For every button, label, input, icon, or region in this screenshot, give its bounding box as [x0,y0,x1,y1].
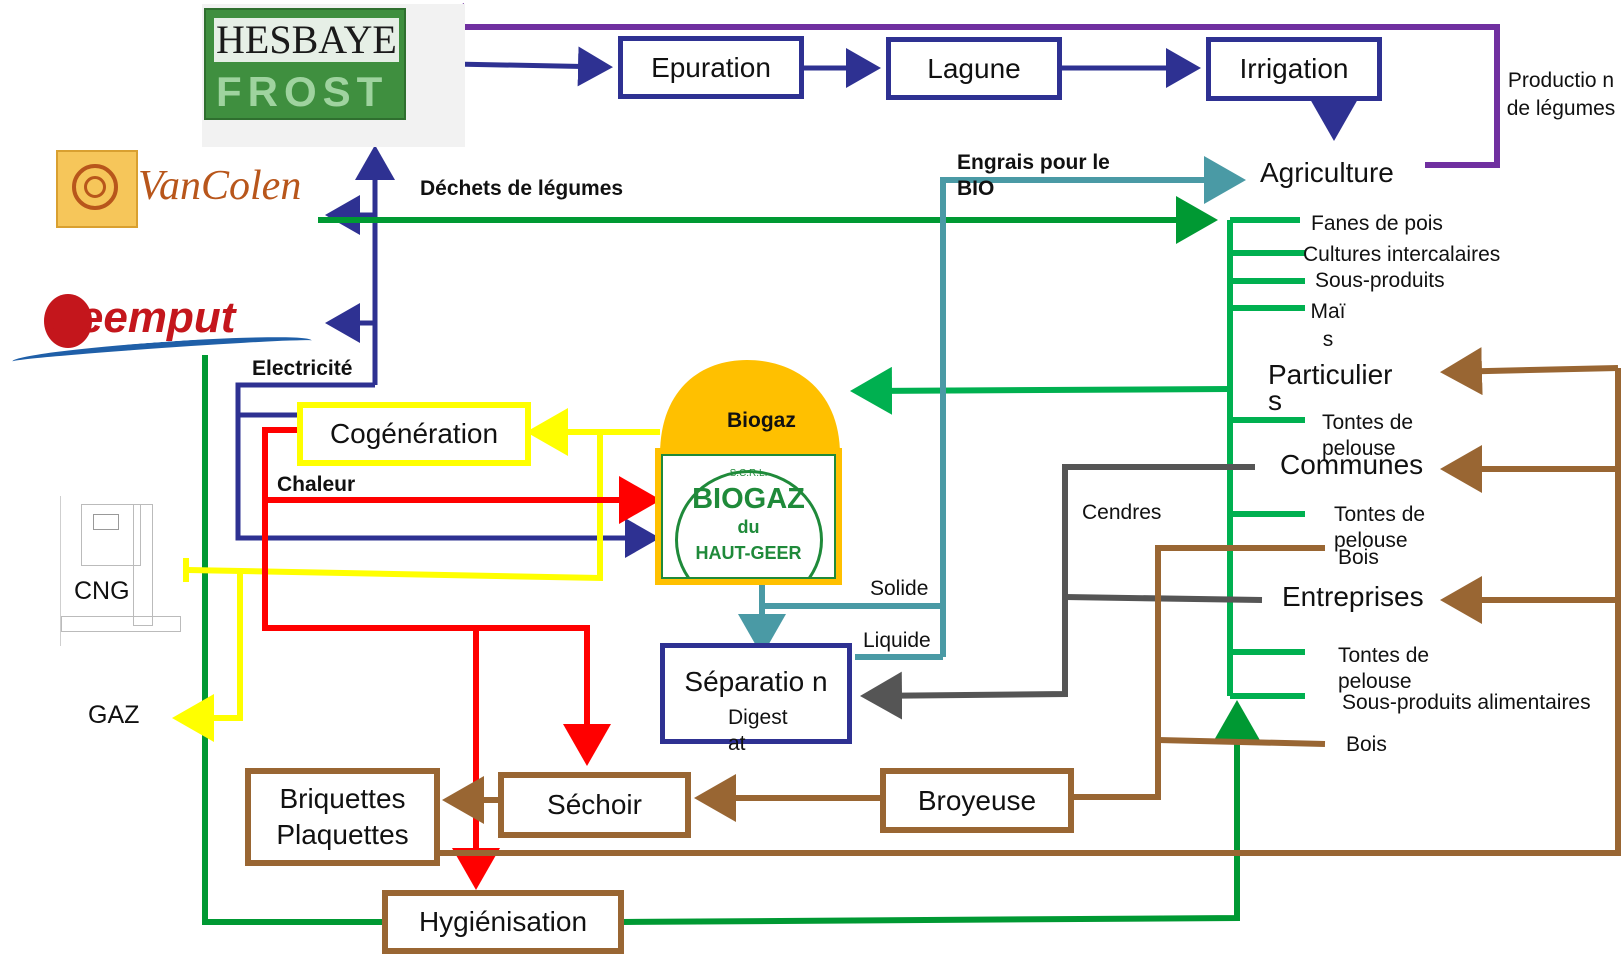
sous-produits-alimentaires-label: Sous-produits alimentaires [1342,691,1591,714]
tontes-pelouse-entreprises-label: Tontes de pelouse [1338,644,1430,693]
biogaz-logo-place: HAUT-GEER [695,543,802,563]
particuliers-label: Particulier s [1268,359,1393,416]
briquettes-plaquettes-box: Briquettes Plaquettes [245,768,440,866]
purple-flow-line [422,3,1500,168]
leemput-j-icon [44,294,92,348]
communes-label: Communes [1280,449,1424,480]
hesbaye-frost-logo: HESBAYE FROST [202,4,465,147]
lagune-box: Lagune [886,37,1062,100]
cogeneration-box: Cogénération [297,402,531,466]
hesbaye-logo-line1: HESBAYE [214,17,399,62]
separation-box: Séparatio n [660,643,852,744]
leemput-wordmark: Leemput [52,293,236,342]
fanes-pois-label: Fanes de pois [1311,212,1443,235]
gaz-label: GAZ [88,701,140,729]
liquide-label: Liquide [863,629,931,652]
tontes-pelouse-communes-label: Tontes de pelouse [1334,503,1426,552]
biogaz-logo-du: du [737,517,760,537]
bois-entreprises-label: Bois [1346,733,1387,756]
tontes-pelouse-particuliers-label: Tontes de pelouse [1322,411,1414,460]
biogaz-dome [660,360,840,455]
mais-label: Maï s [1310,300,1346,351]
biogaz-logo-panel: S.C.R.L. BIOGAZ du HAUT-GEER [661,454,836,579]
lg-to-biogaz [850,366,1231,415]
biogaz-logo-scrl: S.C.R.L. [729,468,768,479]
irrigation-box: Irrigation [1206,37,1382,101]
yellow-cng-line [187,432,603,582]
chaleur-label: Chaleur [277,473,356,496]
epuration-box: Epuration [618,36,804,99]
green-hygienisation-line [202,355,390,925]
vancolen-wordmark: VanColen [138,163,302,209]
brown-right-trunk [440,368,1621,856]
brown-bois-line [1074,545,1325,800]
digestat-label: Digest at [728,706,788,755]
electricite-label: Electricité [252,357,353,380]
engrais-bio-label: Engrais pour le BIO [957,151,1110,200]
cultures-intercalaires-label: Cultures intercalaires [1303,243,1501,266]
biogaz-haut-geer-logo: S.C.R.L. BIOGAZ du HAUT-GEER [655,448,842,585]
sechoir-box: Séchoir [498,772,691,838]
hesbaye-logo-plate: HESBAYE FROST [204,8,406,120]
entreprises-label: Entreprises [1282,581,1424,612]
navy-elec-loop [235,382,660,558]
cng-pump-icon [60,496,182,646]
cng-label: CNG [74,577,130,605]
gray-cendres-line [860,464,1255,720]
leemput-logo: Leemput [11,292,313,371]
production-legumes-label: Productio n de légumes [1506,69,1616,120]
yellow-gaz-line [172,570,243,742]
agriculture-label: Agriculture [1260,157,1394,188]
biogaz-logo-name: BIOGAZ [692,483,805,515]
hesbaye-logo-line2: FROST [216,68,389,115]
vancolen-logo: VanColen [56,148,306,228]
solide-label: Solide [870,577,929,600]
sous-produits-label: Sous-produits [1315,269,1445,292]
bois-communes-label: Bois [1338,546,1379,569]
hygienisation-box: Hygiénisation [382,890,624,954]
red-heat-main [262,427,611,766]
green-return-line [621,700,1261,925]
broyeuse-box: Broyeuse [880,768,1074,833]
biogaz-label: Biogaz [727,409,796,432]
cendres-label: Cendres [1082,501,1162,524]
teal-engrais-line [940,156,1246,657]
dechets-legumes-label: Déchets de légumes [420,177,624,200]
vancolen-spiral-icon [56,150,138,228]
